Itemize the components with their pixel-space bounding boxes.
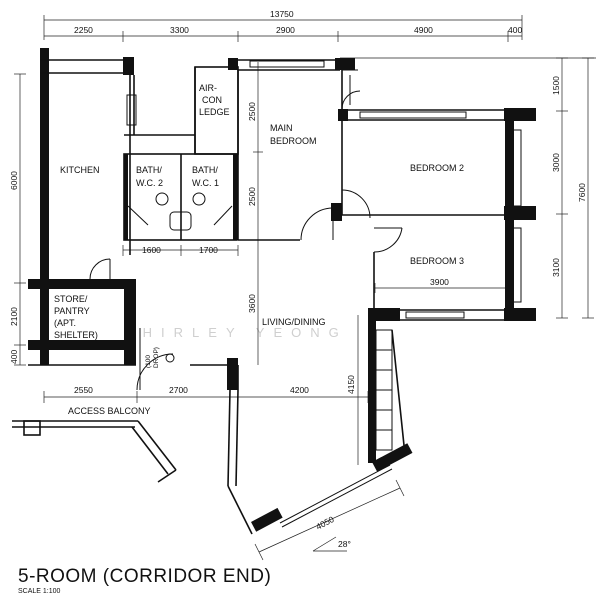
dim-right-total: 7600: [577, 183, 587, 202]
label-main-bedroom-2: BEDROOM: [270, 136, 317, 146]
dim-bedroom3-width: 3900: [430, 277, 449, 287]
walls: [12, 48, 536, 535]
label-aircon-1: AIR-: [199, 83, 217, 93]
dim-bottom-3: 4200: [290, 385, 309, 395]
dim-balcony-width: 4050: [314, 514, 336, 532]
label-store-3: (APT.: [54, 318, 76, 328]
dim-top-1: 2250: [74, 25, 93, 35]
dim-living-height: 3600: [247, 294, 257, 313]
label-bath1-2: W.C. 1: [192, 178, 219, 188]
dim-top-5: 400: [508, 25, 522, 35]
dim-left-2: 2100: [9, 307, 19, 326]
label-access-balcony: ACCESS BALCONY: [68, 406, 151, 416]
plan-scale: SCALE 1:100: [18, 588, 61, 595]
dim-right-1: 1500: [551, 76, 561, 95]
dim-bottom-1: 2550: [74, 385, 93, 395]
label-kitchen: KITCHEN: [60, 165, 100, 175]
dim-bath-2: 1600: [142, 245, 161, 255]
dim-bath-1: 1700: [199, 245, 218, 255]
label-aircon-2: CON: [202, 95, 222, 105]
dim-bed-h2: 2500: [247, 187, 257, 206]
dim-angle: 28°: [338, 539, 351, 549]
dim-top-4: 4900: [414, 25, 433, 35]
dim-left-1: 6000: [9, 171, 19, 190]
dim-top-total: 13750: [270, 9, 294, 19]
label-main-bedroom-1: MAIN: [270, 123, 293, 133]
watermark: SHIRLEY YEONG: [125, 325, 348, 340]
dim-right-3: 3100: [551, 258, 561, 277]
label-bath2-2: W.C. 2: [136, 178, 163, 188]
dim-balcony-height: 4150: [346, 375, 356, 394]
dim-top-3: 2900: [276, 25, 295, 35]
label-store-2: PANTRY: [54, 306, 90, 316]
dimension-lines: [14, 15, 596, 561]
label-bedroom2: BEDROOM 2: [410, 163, 464, 173]
label-door-1: (100: [145, 355, 152, 368]
label-store-1: STORE/: [54, 294, 88, 304]
label-bedroom3: BEDROOM 3: [410, 256, 464, 266]
dim-bottom-2: 2700: [169, 385, 188, 395]
label-bath1-1: BATH/: [192, 165, 218, 175]
label-bath2-1: BATH/: [136, 165, 162, 175]
dim-right-2: 3000: [551, 153, 561, 172]
dim-left-3: 400: [9, 350, 19, 364]
dimension-labels: 13750 2250 3300 2900 4900 400 1500 3000 …: [9, 9, 587, 549]
label-living: LIVING/DINING: [262, 317, 326, 327]
label-door-2: DROP): [153, 347, 160, 368]
dim-top-2: 3300: [170, 25, 189, 35]
label-aircon-3: LEDGE: [199, 107, 230, 117]
plan-title: 5-ROOM (CORRIDOR END): [18, 566, 271, 587]
room-labels: KITCHEN AIR- CON LEDGE MAIN BEDROOM BATH…: [54, 83, 464, 416]
label-store-4: SHELTER): [54, 330, 98, 340]
dim-bed-h1: 2500: [247, 102, 257, 121]
